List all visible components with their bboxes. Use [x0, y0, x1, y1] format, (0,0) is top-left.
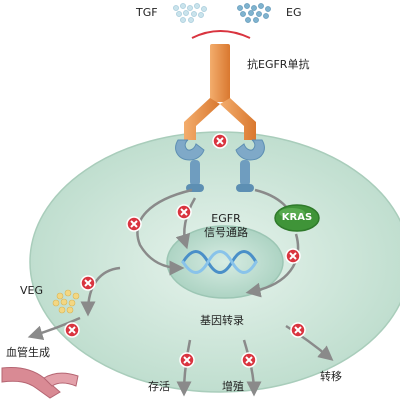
blocked-x-icon [241, 352, 257, 368]
blood-vessel-icon [1, 367, 79, 399]
blocked-x-icon [290, 322, 306, 338]
label-gene-transcription: 基因转录 [200, 314, 244, 327]
veg-particles [52, 289, 80, 314]
label-survival: 存活 [148, 380, 170, 393]
arrow-left-pathway [136, 188, 193, 276]
label-antibody: 抗EGFR单抗 [247, 58, 310, 71]
label-proliferation: 增殖 [222, 380, 244, 393]
label-veg: VEG [20, 284, 43, 297]
blocked-x-icon [176, 204, 192, 220]
arrow-egfr-pathway [175, 197, 197, 250]
blocked-x-icon [285, 248, 301, 264]
nucleus [166, 225, 284, 299]
label-signal-pathway: 信号通路 [204, 226, 248, 239]
label-kras: KRAS [281, 212, 313, 223]
arrow-to-angiogenesis [27, 316, 81, 341]
eg-ligand-particles [237, 3, 271, 23]
arrow-to-proliferation [242, 339, 262, 397]
binding-arc [191, 30, 251, 39]
label-tgf: TGF [136, 6, 158, 19]
arrow-to-metastasis [285, 324, 334, 361]
block-markers [64, 133, 306, 368]
label-angiogenesis: 血管生成 [6, 346, 50, 359]
egfr-receptor-right [235, 139, 265, 192]
blocked-x-icon [80, 275, 96, 291]
kras-node [274, 204, 320, 232]
label-metastasis: 转移 [320, 370, 342, 383]
label-eg: EG [286, 6, 302, 19]
blocked-x-icon [212, 133, 228, 149]
dna-helix-icon [181, 250, 258, 274]
blocked-x-icon [179, 352, 195, 368]
label-egfr: EGFR [211, 212, 241, 225]
antibody-icon [184, 44, 256, 140]
arrow-kras-to-nucleus [245, 233, 300, 298]
tgf-ligand-particles [173, 3, 207, 23]
blocked-x-icon [126, 216, 142, 232]
arrow-to-veg [80, 266, 121, 317]
blocked-x-icon [64, 322, 80, 338]
